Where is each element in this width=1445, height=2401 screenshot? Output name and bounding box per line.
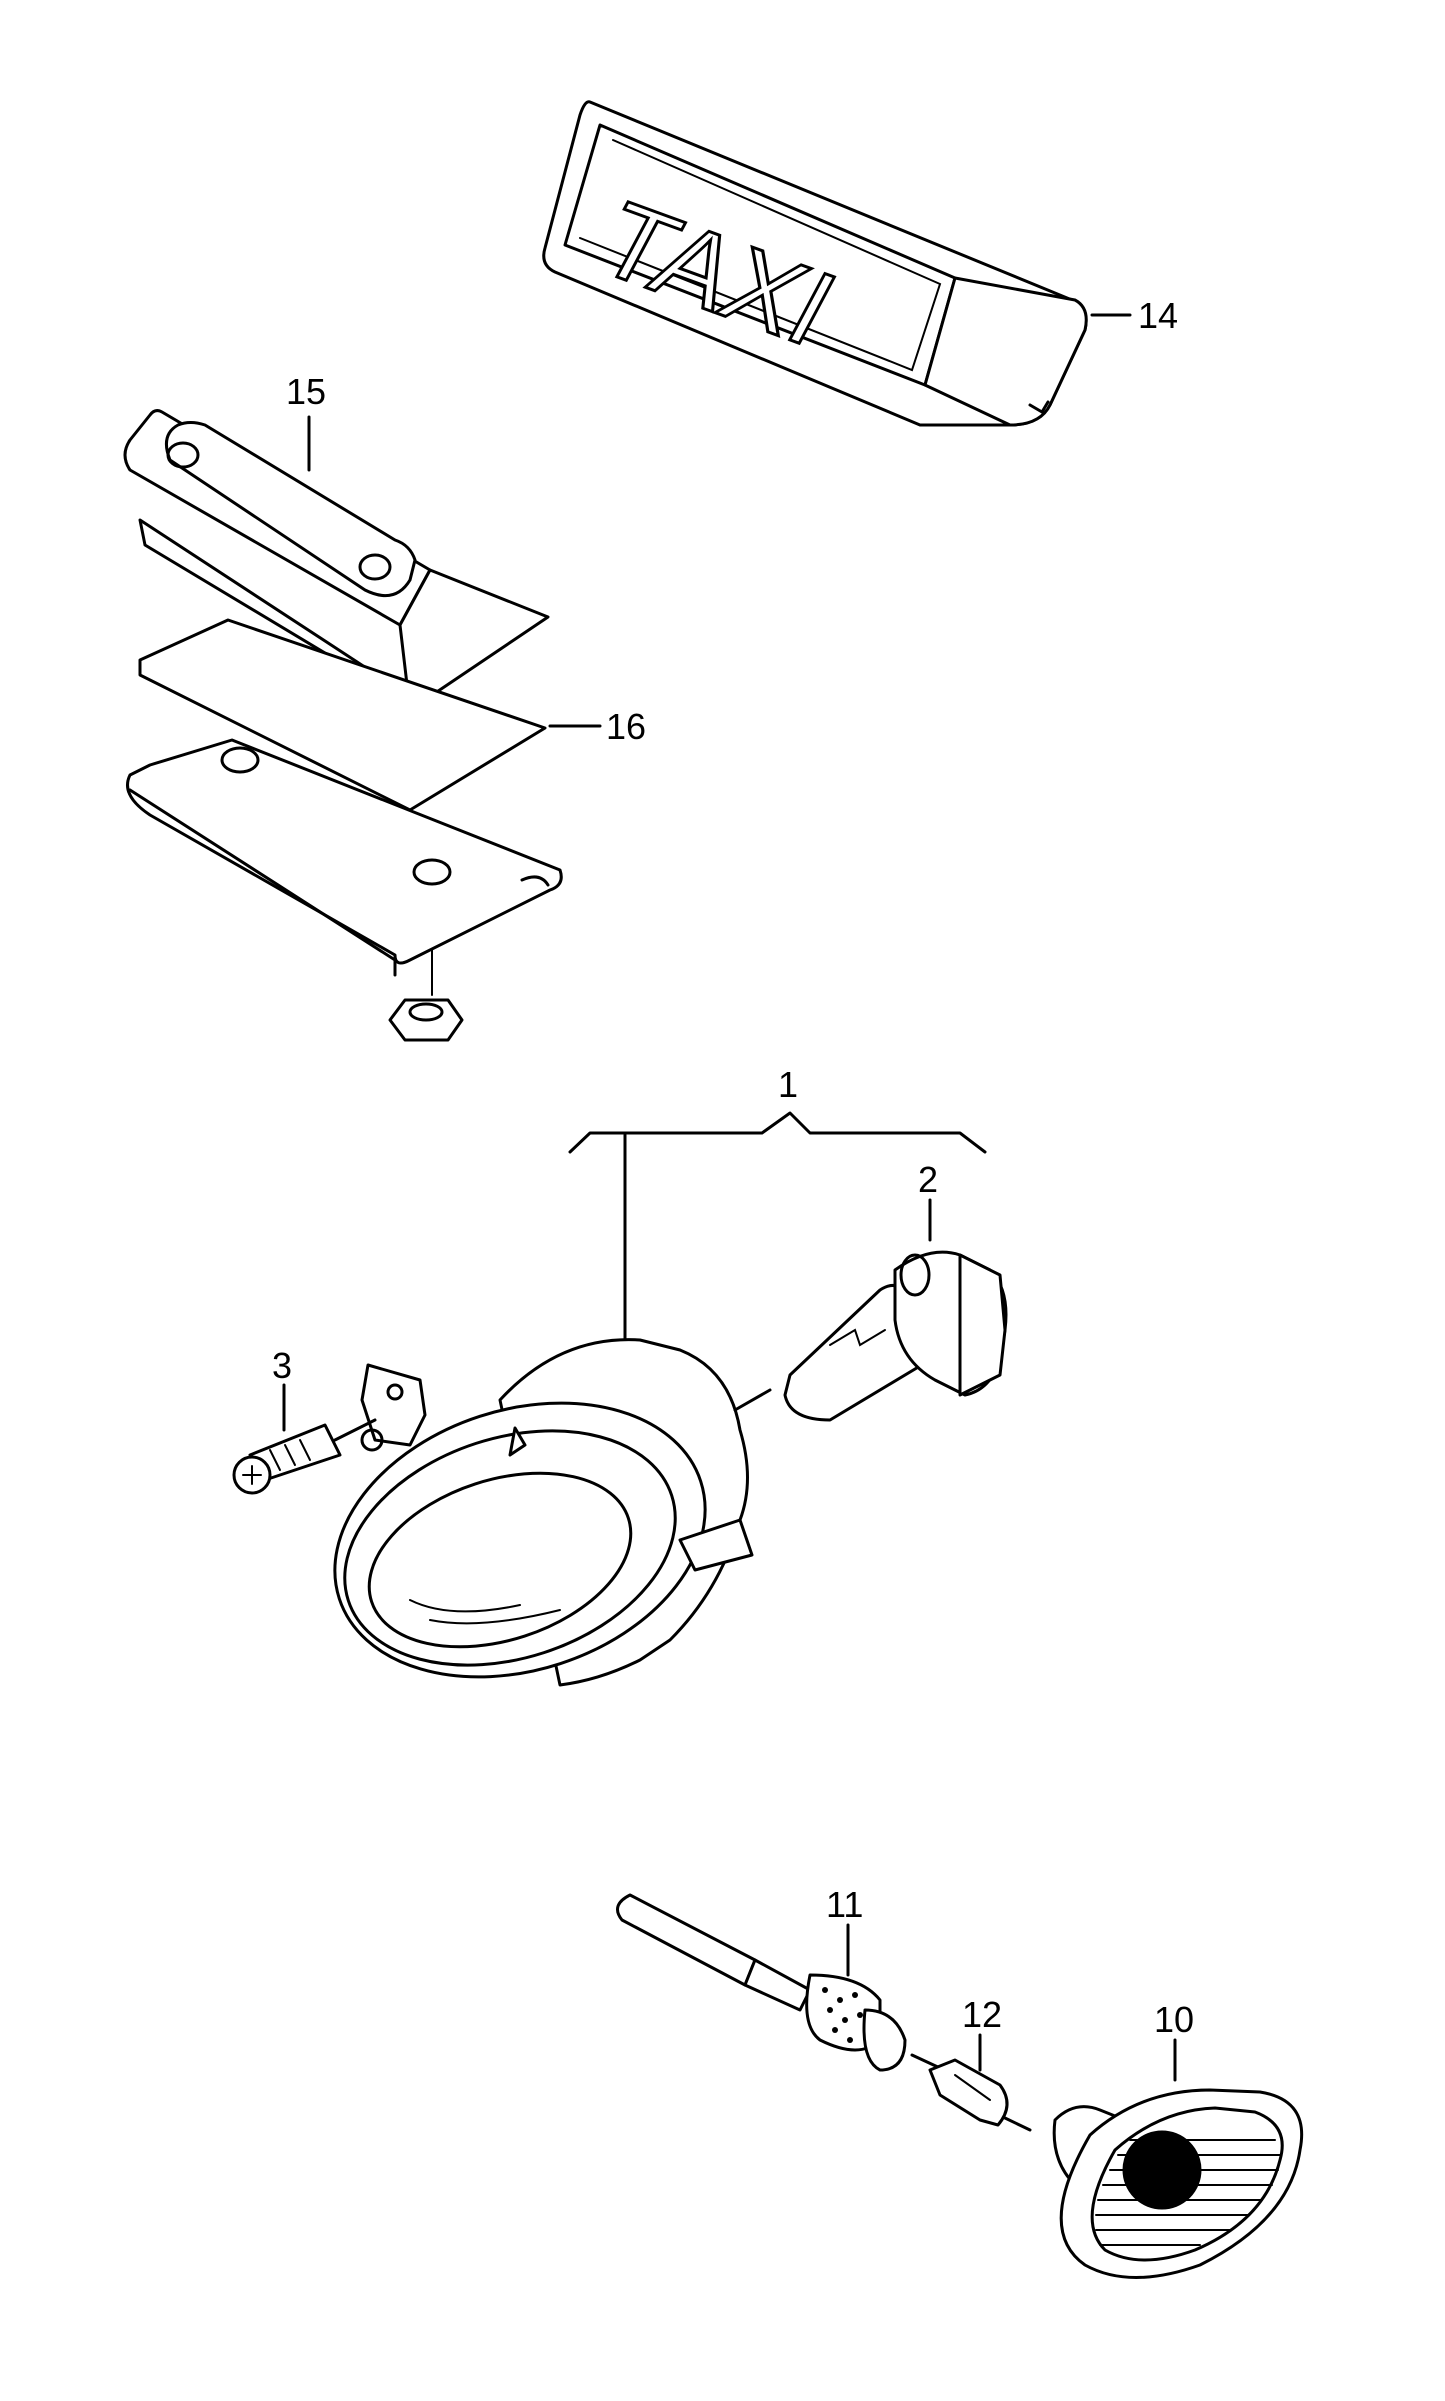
callout-3: 3 [272, 1345, 292, 1386]
bulb-socket[interactable] [616, 1893, 907, 2072]
callout-11: 11 [826, 1884, 863, 1925]
callout-12: 12 [962, 1994, 1002, 2035]
bulb[interactable] [783, 1250, 1008, 1422]
screw[interactable] [232, 1363, 427, 1495]
callout-14: 14 [1138, 295, 1178, 336]
callout-1: 1 [778, 1064, 798, 1105]
wedge-bulb[interactable] [928, 2058, 1009, 2127]
fog-lamp[interactable] [299, 1338, 754, 1723]
callout-2: 2 [918, 1159, 938, 1200]
callout-16: 16 [606, 706, 646, 747]
taxi-roof-sign[interactable]: TAXI [542, 100, 1088, 427]
side-marker-lamp[interactable] [1052, 2088, 1304, 2279]
mounting-base[interactable] [123, 409, 563, 1042]
callout-10: 10 [1154, 1999, 1194, 2040]
callout-15: 15 [286, 371, 326, 412]
